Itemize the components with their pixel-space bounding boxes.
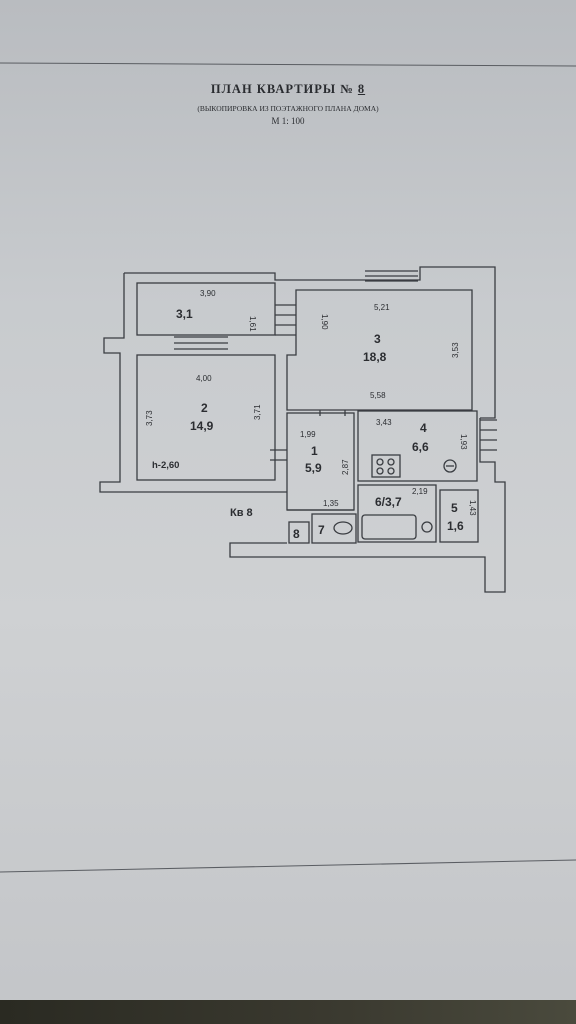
- room-7-label: 7: [318, 523, 325, 537]
- stove-icon: [371, 454, 401, 478]
- room-4-outline: [357, 410, 478, 482]
- dim-219: 2,19: [412, 487, 428, 496]
- dim-193: 1,93: [459, 434, 468, 450]
- apartment-label: Кв 8: [230, 507, 253, 519]
- room-2-area: 14,9: [190, 419, 214, 433]
- table-edge: [0, 1000, 576, 1024]
- room-4-label: 4: [420, 421, 427, 435]
- sink-icon: [443, 459, 457, 473]
- dim-161: 1,61: [248, 316, 257, 332]
- basin-icon: [421, 521, 433, 533]
- bathtub-icon: [361, 514, 417, 540]
- dim-287: 2,87: [341, 459, 350, 475]
- room-5-label: 5: [451, 501, 458, 515]
- room-31-label: 3,1: [176, 307, 193, 321]
- room-8-outline: [288, 521, 310, 544]
- outer-wall-top: [124, 266, 496, 419]
- room-5-outline: [439, 489, 479, 543]
- bottom-border-line: [0, 859, 576, 873]
- dim-390: 3,90: [200, 289, 216, 298]
- room-3-label: 3: [374, 332, 381, 346]
- room-6-label: 6/3,7: [375, 495, 402, 509]
- room-7-outline: [311, 513, 357, 544]
- apartment-number: 8: [357, 82, 366, 96]
- plan-scale: М 1: 100: [271, 116, 305, 126]
- room-3-area: 18,8: [363, 350, 387, 364]
- room-3-outline: [286, 289, 473, 411]
- dim-521: 5,21: [374, 303, 390, 312]
- dim-400: 4,00: [196, 374, 212, 383]
- top-border-line: [0, 62, 576, 67]
- dim-190: 1,90: [320, 314, 329, 330]
- dim-558: 5,58: [370, 391, 386, 400]
- plan-title-text: ПЛАН КВАРТИРЫ №: [210, 82, 354, 96]
- dim-199: 1,99: [300, 430, 316, 439]
- dim-135: 1,35: [323, 499, 339, 508]
- room-2-label: 2: [201, 401, 208, 415]
- outer-wall-left: [99, 273, 287, 493]
- room-6-outline: [357, 484, 437, 543]
- room-31-outline: [136, 282, 276, 336]
- dim-343: 3,43: [376, 418, 392, 427]
- dim-143: 1,43: [468, 500, 477, 516]
- room-2-outline: [136, 354, 276, 481]
- dim-353: 3,53: [451, 342, 460, 358]
- room-5-area: 1,6: [447, 519, 464, 533]
- room-1-label: 1: [311, 444, 318, 458]
- ceiling-height: h-2,60: [152, 460, 179, 471]
- outer-wall-right-bottom: [229, 418, 506, 593]
- room-4-area: 6,6: [412, 440, 429, 454]
- plan-labels: 3,90 3,1 1,61 4,00 2 14,9 3,73 3,71 h-2,…: [145, 289, 477, 541]
- toilet-icon: [333, 521, 353, 535]
- plan-subtitle: (ВЫКОПИРОВКА ИЗ ПОЭТАЖНОГО ПЛАНА ДОМА): [197, 104, 379, 113]
- dim-373: 3,73: [145, 410, 154, 426]
- dim-371: 3,71: [253, 404, 262, 420]
- room-8-label: 8: [293, 527, 300, 541]
- room-1-area: 5,9: [305, 461, 322, 475]
